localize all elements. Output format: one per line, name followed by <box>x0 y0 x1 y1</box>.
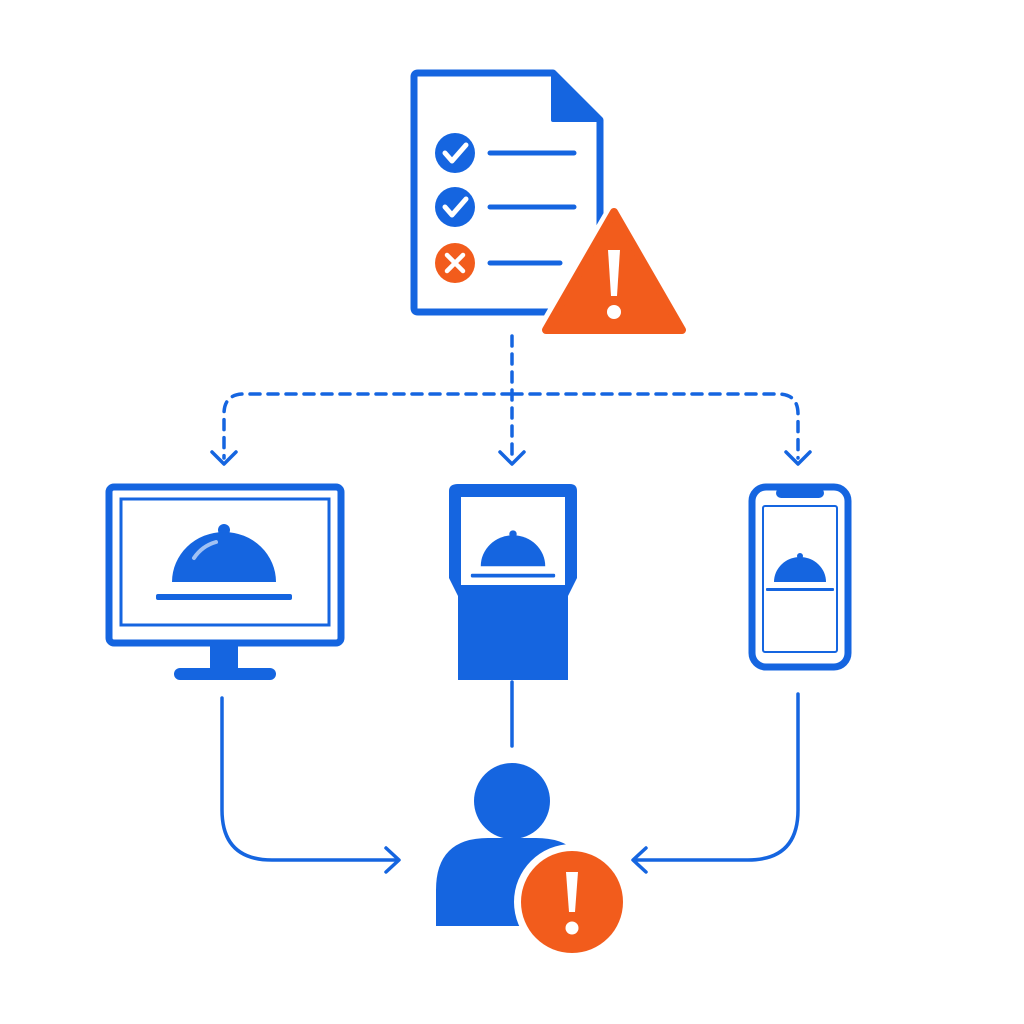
desktop-monitor-icon <box>105 483 345 680</box>
arrowhead-kiosk <box>498 450 526 466</box>
phone-notch <box>776 488 824 498</box>
connector-to-desktop <box>222 392 514 460</box>
arrowhead-desktop-to-user <box>384 846 401 874</box>
kiosk-terminal-icon <box>449 484 577 680</box>
connector-to-phone <box>510 392 800 460</box>
connector-desktop-to-user <box>220 696 400 862</box>
smartphone-icon <box>748 483 852 671</box>
document-corner-fold <box>551 71 602 122</box>
check-circle-icon <box>435 133 475 173</box>
checklist-item <box>435 243 563 283</box>
warning-triangle-icon <box>535 202 693 340</box>
dashed-connectors <box>222 334 800 460</box>
arrowhead-phone-to-user <box>631 846 648 874</box>
arrowhead-phone <box>784 450 812 466</box>
kiosk-base <box>458 594 568 680</box>
exclamation-circle-icon <box>514 844 630 960</box>
check-circle-icon <box>435 187 475 227</box>
food-cloche-icon <box>156 524 292 600</box>
checklist-item <box>435 133 577 173</box>
monitor-stand-base <box>174 668 276 680</box>
dashed-arrowheads <box>210 450 812 466</box>
user-head <box>474 763 550 839</box>
checklist-item <box>435 187 577 227</box>
arrowhead-desktop <box>210 450 238 466</box>
connector-phone-to-user <box>632 692 800 862</box>
solid-connectors <box>220 680 800 874</box>
checklist-document <box>410 69 693 340</box>
phone-screen <box>762 505 838 653</box>
